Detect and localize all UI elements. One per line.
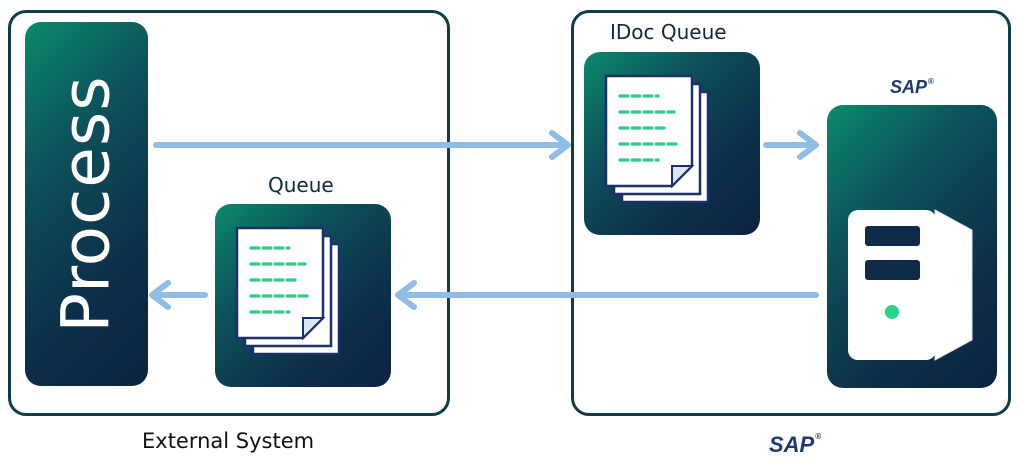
external-system-label: External System: [142, 429, 315, 453]
queue-document-stack-icon: [235, 226, 341, 356]
arrows: [149, 130, 819, 310]
idoc-queue-title: IDoc Queue: [610, 20, 727, 44]
sap-logo-bottom: SAP®: [769, 432, 822, 457]
process-panel: [25, 22, 148, 386]
server-icon: [848, 209, 973, 361]
sap-logo-top: SAP®: [890, 77, 934, 97]
queue-title: Queue: [268, 173, 334, 197]
idoc-document-stack-icon: [604, 74, 710, 204]
